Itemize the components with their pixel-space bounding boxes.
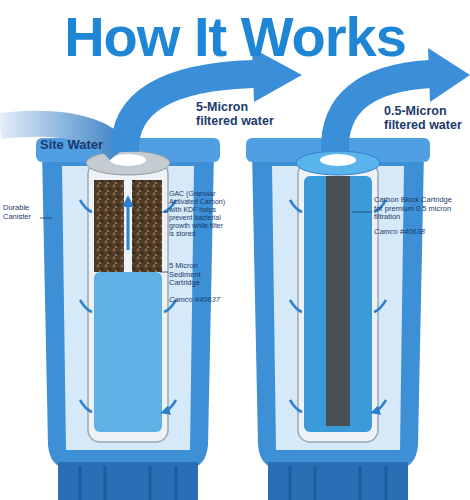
flow-label: 5-Micron filtered water — [196, 100, 280, 129]
flow-arrows — [290, 200, 386, 412]
callout-text: Durable Canister — [3, 204, 41, 221]
water-fill — [304, 176, 372, 432]
base-ribs — [290, 466, 386, 500]
diagram-title: How It Works — [0, 4, 470, 69]
callout-text: 5 Micron Sediment Cartridge — [169, 262, 225, 288]
canister-base — [268, 462, 408, 500]
carbon-cartridge — [298, 162, 378, 442]
canister-two — [246, 138, 430, 500]
water-fill — [94, 272, 162, 432]
up-flow-arrow — [127, 200, 130, 250]
cartridge-cap — [296, 151, 380, 175]
canister-base — [58, 462, 198, 500]
flow-arrows — [80, 200, 176, 412]
part-number: Camco #40638 — [374, 228, 460, 237]
sediment-cartridge — [88, 162, 168, 442]
cartridge-port — [110, 154, 146, 166]
base-ribs — [80, 466, 176, 500]
part-number: Camco #40637 — [169, 296, 225, 305]
carbon-block — [326, 176, 350, 426]
center-tube — [124, 176, 132, 272]
inlet-label: Site Water — [40, 138, 130, 153]
flow-label: 0.5-Micron filtered water — [384, 104, 470, 133]
callout-text: GAC (Granular Activated Carbon) with KDF… — [169, 190, 227, 238]
callout-text: Carbon Block Cartridge for premium 0.5 m… — [374, 196, 460, 222]
flow-arrow-head — [428, 48, 470, 102]
cartridge-port — [320, 154, 356, 166]
cartridge-cap — [86, 151, 170, 175]
